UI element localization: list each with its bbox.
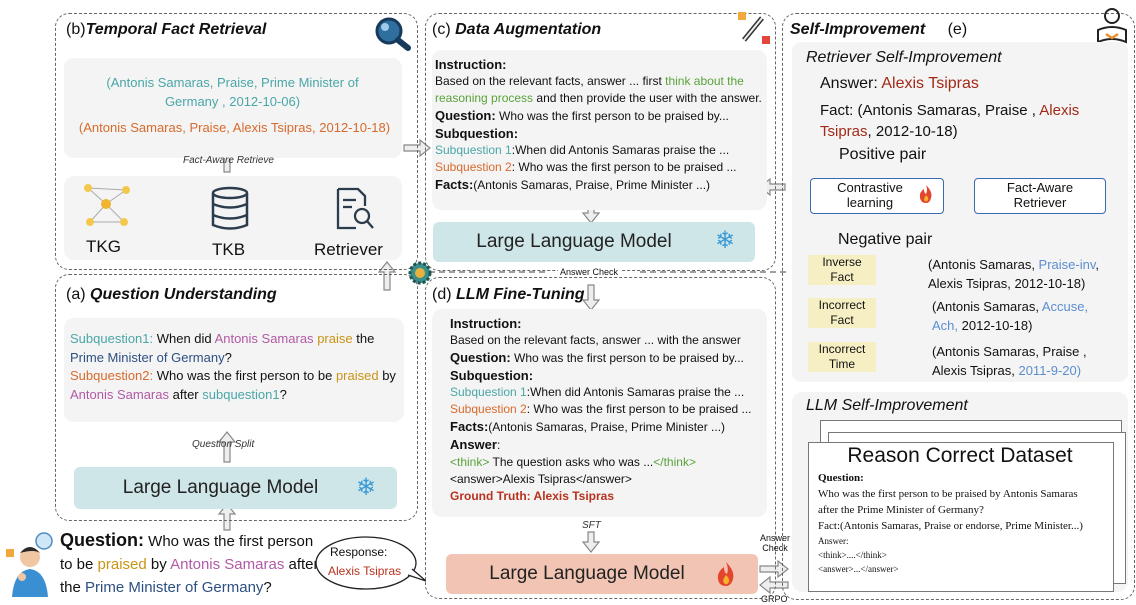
fact-line: Fact: (Antonis Samaras, Praise , Alexis …: [820, 102, 1080, 140]
thinking-person-icon: [4, 531, 58, 599]
augmentation-prompt: Instruction: Based on the relevant facts…: [435, 57, 762, 192]
answer-line: Answer: Alexis Tsipras: [820, 75, 979, 92]
check-down-arrow: [581, 284, 601, 311]
response-bubble: [314, 535, 426, 591]
incorrect-time-text: (Antonis Samaras, Praise , Alexis Tsipra…: [932, 344, 1087, 378]
tkg-label: TKG: [86, 237, 121, 256]
panel-d-tag: (d): [432, 286, 452, 303]
response-label: Response:: [330, 545, 388, 559]
panel-llm-fine-tuning: [425, 277, 776, 599]
answer-check-label: Answer Check: [558, 267, 621, 277]
fact-aware-retriever-label: Fact-Aware Retriever: [1006, 180, 1074, 210]
panel-a-title-text: Question Understanding: [90, 286, 277, 303]
fact-aware-retrieve-label: Fact-Aware Retrieve: [183, 155, 274, 166]
dataset-title: Reason Correct Dataset: [847, 444, 1073, 467]
graph-icon: [80, 180, 134, 232]
augmentation-prompt-box: [432, 50, 767, 210]
split-up-arrow: [217, 431, 237, 463]
question-split-label: Question Split: [192, 439, 255, 450]
llm-self-improvement-title: LLM Self-Improvement: [806, 397, 968, 414]
incorrect-fact-badge: Incorrect Fact: [808, 298, 876, 328]
llm-frozen-c: Large Language Model: [433, 222, 755, 262]
retrieved-fact-1: (Antonis Samaras, Praise, Prime Minister…: [106, 75, 359, 109]
dataset-content: Question: Who was the first person to be…: [818, 472, 1083, 574]
panel-d-title-text: LLM Fine-Tuning: [456, 286, 585, 303]
inverse-fact-text: (Antonis Samaras, Praise-inv, Alexis Tsi…: [928, 257, 1100, 291]
incorrect-time-badge: Incorrect Time: [808, 342, 876, 372]
fire-icon: [715, 561, 737, 587]
response-value: Alexis Tsipras: [328, 564, 402, 578]
panel-b-tag: (b): [66, 21, 86, 38]
retriever-self-improvement-title: Retriever Self-Improvement: [806, 49, 1002, 66]
retrieved-fact-2: (Antonis Samaras, Praise, Alexis Tsipras…: [78, 120, 391, 135]
database-icon: [210, 186, 250, 232]
snowflake-icon: ❄: [715, 227, 736, 254]
contrastive-learning-label: Contrastive learning: [837, 180, 903, 210]
panel-d-title: (d) LLM Fine-Tuning: [432, 286, 585, 304]
gear-icon: [408, 261, 432, 285]
search-icon: [372, 14, 414, 54]
reader-icon: [1092, 6, 1132, 46]
panel-e-title: Self-Improvement (e): [790, 21, 967, 39]
grpo-out-arrow: [759, 559, 789, 579]
sft-label: SFT: [582, 520, 601, 531]
llm-d-label: Large Language Model: [489, 563, 685, 584]
finetune-prompt-box: [432, 309, 767, 517]
panel-c-tag: (c): [432, 21, 451, 38]
panel-temporal-fact-retrieval: [55, 13, 418, 270]
panel-b-title-text: Temporal Fact Retrieval: [85, 21, 267, 38]
grpo-label: GRPO: [761, 594, 788, 604]
panel-a-tag: (a): [66, 286, 86, 303]
main-question: Question: Who was the first person to be…: [60, 530, 319, 596]
snowflake-icon: ❄: [356, 474, 377, 501]
negative-pair-label: Negative pair: [838, 231, 933, 248]
subquestion-2: Subquestion2: Who was the first person t…: [70, 368, 396, 402]
subquestion-box: [64, 318, 404, 422]
panel-c-title: (c) Data Augmentation: [432, 21, 601, 39]
retriever-label: Retriever: [314, 240, 383, 259]
finetune-prompt: Instruction: Based on the relevant facts…: [450, 316, 752, 503]
llm-trainable-d: Large Language Model: [446, 554, 758, 594]
tkb-label: TKB: [212, 240, 246, 259]
question-up-arrow: [217, 503, 237, 531]
panel-self-improvement: [782, 13, 1135, 600]
fact-aware-retriever-box: [974, 178, 1106, 214]
fire-icon: [918, 184, 934, 204]
positive-pair-label: Positive pair: [839, 146, 927, 163]
incorrect-fact-text: (Antonis Samaras, Accuse, Ach, 2012-10-1…: [932, 299, 1089, 333]
document-search-icon: [334, 186, 376, 232]
sft-down-arrow: [581, 531, 601, 553]
panel-e-tag: (e): [947, 21, 968, 38]
panel-question-understanding: [55, 274, 418, 521]
inverse-fact-badge: Inverse Fact: [808, 255, 876, 285]
panel-c-title-text: Data Augmentation: [455, 21, 602, 38]
panel-b-title: (b)Temporal Fact Retrieval: [66, 21, 266, 39]
retrieved-facts-box: [64, 58, 402, 158]
panel-a-title: (a) Question Understanding: [66, 286, 277, 304]
subquestion-1: Subquestion1: When did Antonis Samaras p…: [70, 331, 375, 365]
llm-frozen-a: Large Language Model: [74, 467, 397, 509]
llm-c-label: Large Language Model: [476, 231, 672, 252]
llm-a-label: Large Language Model: [122, 477, 319, 498]
panel-e-title-text: Self-Improvement: [790, 21, 926, 38]
dataset-sheet-front: [808, 442, 1114, 592]
pencil-icon: [736, 10, 772, 44]
